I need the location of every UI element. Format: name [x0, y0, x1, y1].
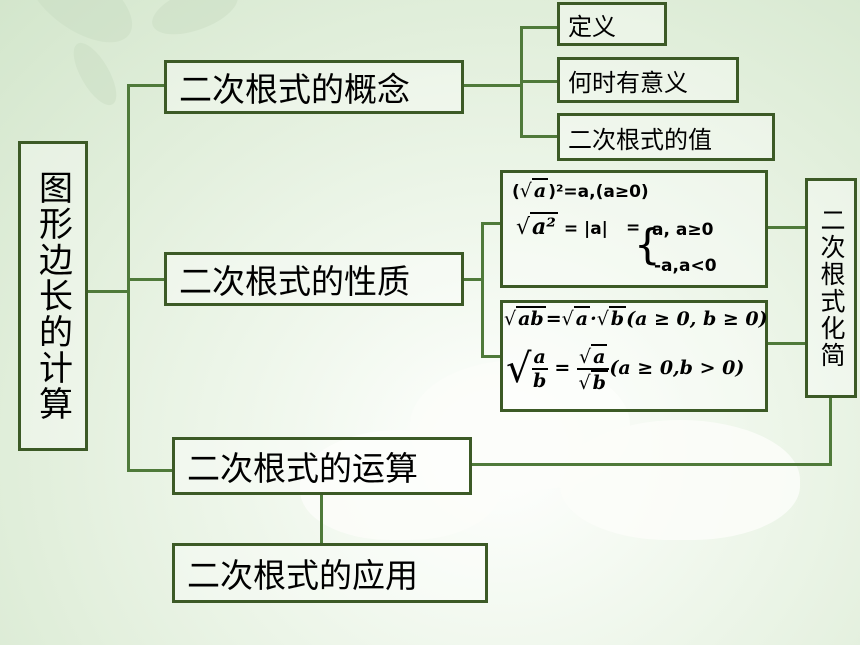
- connector: [766, 226, 806, 229]
- brace-icon: {: [634, 220, 661, 269]
- connector: [127, 278, 165, 281]
- background-leaf: [65, 36, 125, 112]
- formula-sqrt-squared: (√a)²=a,(a≥0): [512, 178, 649, 202]
- formula-abs-value: √a² = |a|: [516, 212, 608, 240]
- branch-property-label: 二次根式的性质: [179, 262, 410, 301]
- connector: [520, 135, 558, 138]
- simplify-node: 二次根式化简: [805, 178, 857, 398]
- connector: [481, 222, 484, 358]
- connector: [462, 278, 484, 281]
- connector: [766, 342, 806, 345]
- background-lotus: [560, 420, 800, 540]
- formula-case-negative-text: -a,a<0: [654, 256, 717, 276]
- connector: [320, 495, 323, 543]
- concept-child-value: 二次根式的值: [557, 113, 775, 161]
- property-formula-box-1: [500, 170, 768, 288]
- connector: [462, 84, 522, 87]
- formula-abs-value-rest: = |a|: [557, 219, 608, 239]
- branch-application-label: 二次根式的应用: [187, 556, 418, 595]
- formula-quotient-rule-cond: (a ≥ 0,b > 0): [609, 357, 745, 379]
- connector: [127, 469, 173, 472]
- root-node: 图形边长的计算: [18, 141, 88, 451]
- connector: [86, 290, 130, 293]
- connector: [481, 355, 501, 358]
- root-label: 图形边长的计算: [32, 170, 73, 422]
- formula-case-positive-text: a, a≥0: [652, 220, 714, 240]
- simplify-label: 二次根式化简: [817, 207, 846, 369]
- formula-case-positive: a, a≥0: [652, 220, 713, 240]
- branch-property: 二次根式的性质: [164, 252, 464, 306]
- formula-product-rule-cond: (a ≥ 0, b ≥ 0): [626, 308, 768, 330]
- property-formula-box-2: [500, 300, 768, 412]
- concept-child-meaningful: 何时有意义: [557, 57, 739, 103]
- concept-child-label: 定义: [568, 12, 616, 41]
- connector: [829, 396, 832, 466]
- formula-sqrt-squared-rest: )²=a,(a≥0): [548, 182, 649, 202]
- branch-concept: 二次根式的概念: [164, 60, 464, 114]
- branch-concept-label: 二次根式的概念: [179, 70, 410, 109]
- concept-child-definition: 定义: [557, 2, 667, 46]
- branch-application: 二次根式的应用: [172, 543, 488, 603]
- background-leaf: [145, 0, 245, 45]
- branch-operation: 二次根式的运算: [172, 437, 472, 495]
- formula-case-negative: -a,a<0: [654, 256, 717, 276]
- concept-child-label: 何时有意义: [568, 68, 688, 97]
- connector: [127, 84, 165, 87]
- connector: [520, 26, 558, 29]
- connector: [471, 463, 832, 466]
- branch-operation-label: 二次根式的运算: [187, 449, 418, 488]
- formula-product-rule: √ab=√a·√b(a ≥ 0, b ≥ 0): [504, 306, 768, 330]
- formula-equals: =: [626, 218, 641, 238]
- connector: [481, 222, 501, 225]
- concept-child-label: 二次根式的值: [568, 125, 712, 154]
- connector: [520, 80, 558, 83]
- background-lotus: [300, 430, 500, 540]
